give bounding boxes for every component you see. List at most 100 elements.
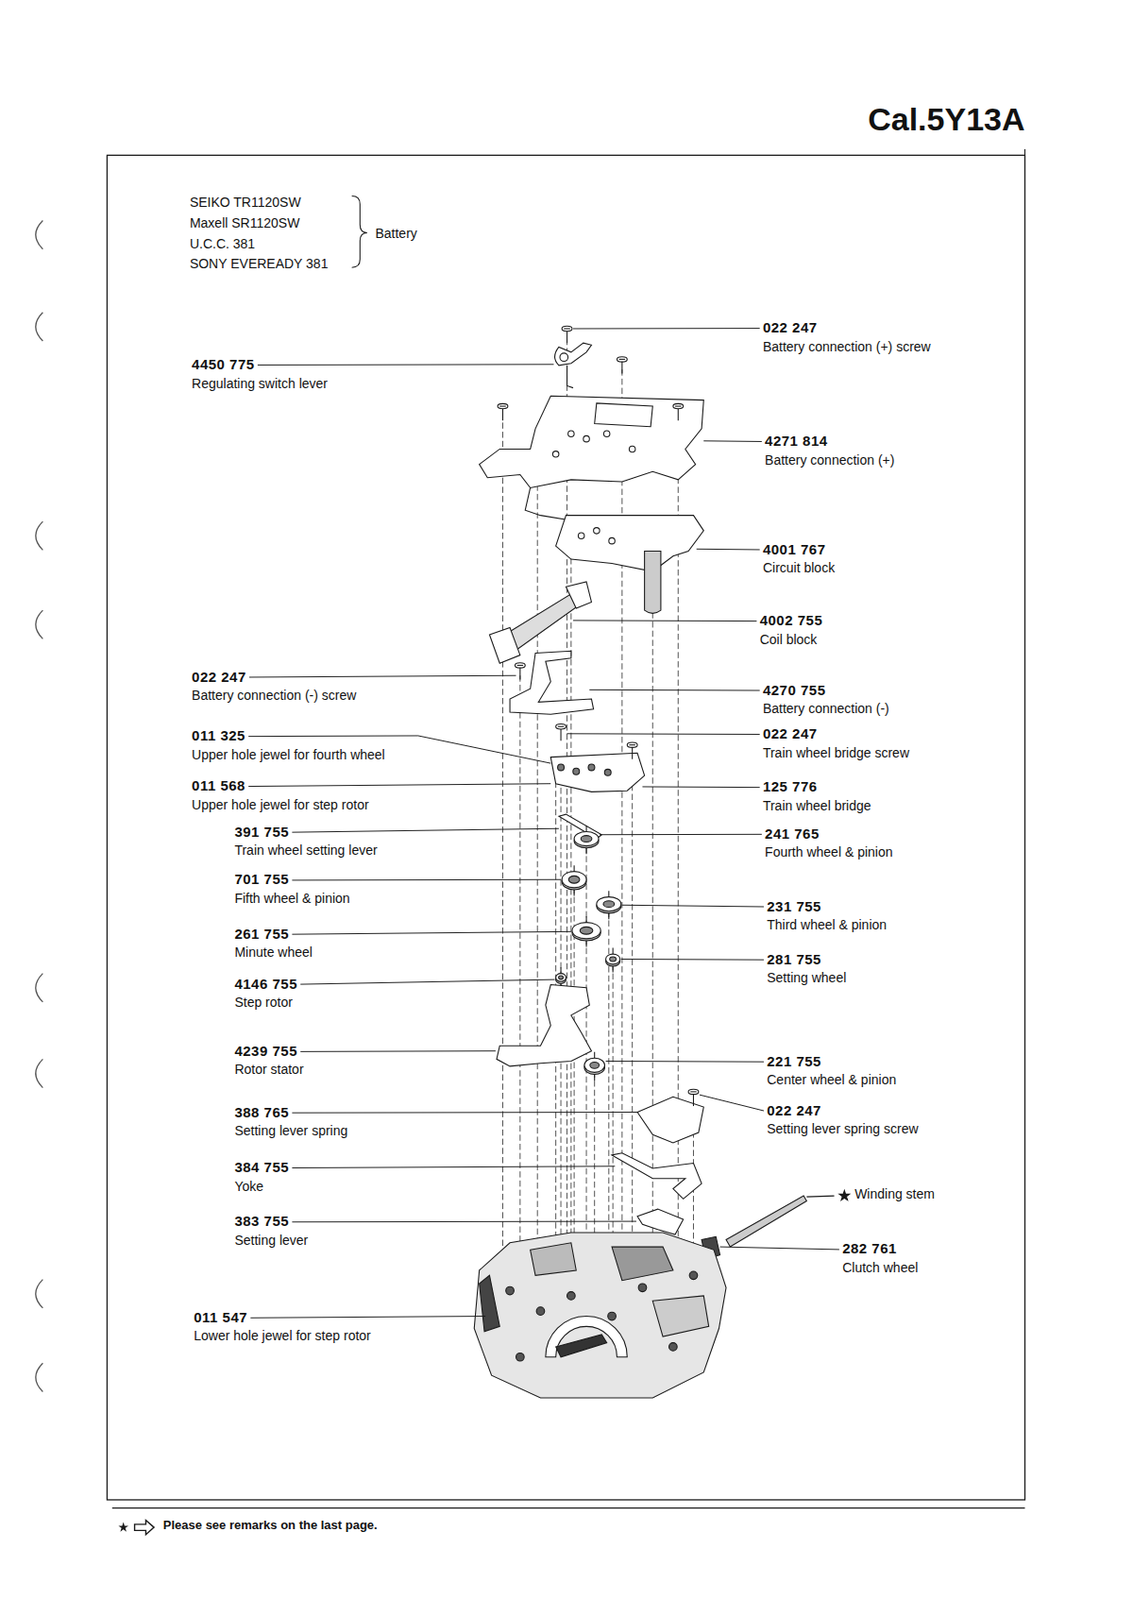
part-name: Circuit block bbox=[762, 560, 835, 575]
plate-hole bbox=[568, 430, 575, 437]
binder-hole bbox=[35, 973, 44, 1002]
plate-detail bbox=[479, 1274, 501, 1331]
circuit-hole bbox=[593, 527, 600, 534]
illustration-part bbox=[568, 875, 580, 883]
axis-line bbox=[570, 530, 572, 1275]
plate-hole bbox=[583, 435, 590, 441]
part-number: 4146 755 bbox=[234, 976, 298, 993]
part-name: Winding stem bbox=[854, 1186, 935, 1201]
leader-line bbox=[573, 619, 757, 622]
part-name: Yoke bbox=[234, 1179, 264, 1194]
frame-layer bbox=[35, 149, 1026, 1535]
part-name: Minute wheel bbox=[234, 945, 313, 960]
part-number: 4450 775 bbox=[191, 356, 255, 373]
part-name: Setting lever bbox=[234, 1233, 308, 1248]
screw bbox=[514, 662, 525, 680]
center-wheel bbox=[584, 1051, 606, 1081]
binder-hole bbox=[35, 1058, 44, 1087]
title: Cal.5Y13A bbox=[867, 101, 1025, 137]
illustration-part bbox=[596, 896, 622, 912]
illustration-part bbox=[517, 664, 524, 666]
plate-hole bbox=[608, 1311, 617, 1320]
plate-hole bbox=[536, 1306, 545, 1316]
switch-lever-hole bbox=[559, 353, 569, 362]
part-name: Coil block bbox=[760, 632, 818, 647]
illustration-part bbox=[558, 975, 564, 980]
illustration-part bbox=[497, 403, 508, 408]
leader-line bbox=[573, 327, 761, 329]
binder-hole bbox=[35, 1362, 44, 1391]
part-name: Battery connection (+) screw bbox=[762, 339, 931, 355]
plate-hole bbox=[516, 1352, 525, 1361]
switch-lever-arm bbox=[567, 365, 574, 389]
leader-line bbox=[606, 1060, 764, 1063]
illustration-part bbox=[561, 871, 587, 888]
part-name: Train wheel bridge bbox=[762, 798, 872, 813]
plate-hole bbox=[689, 1270, 698, 1280]
circuit-block bbox=[556, 515, 705, 572]
screw bbox=[497, 403, 508, 421]
jewel bbox=[588, 763, 595, 771]
plate-hole bbox=[628, 445, 635, 452]
illustration-part bbox=[556, 724, 567, 729]
part-number: 125 776 bbox=[762, 778, 818, 795]
axis-line bbox=[612, 963, 614, 1275]
leader-line bbox=[291, 1166, 615, 1168]
coil-frame bbox=[489, 626, 520, 663]
axis-line bbox=[621, 369, 623, 1275]
fifth-wheel bbox=[561, 864, 587, 896]
screw bbox=[626, 742, 638, 760]
leader-line bbox=[699, 1094, 764, 1111]
footer-rule bbox=[112, 1506, 1026, 1508]
part-number: 388 765 bbox=[234, 1104, 289, 1121]
part-number: 383 755 bbox=[234, 1213, 289, 1230]
plate-detail bbox=[530, 1242, 577, 1276]
leader-lines bbox=[248, 328, 840, 1319]
part-number: 022 247 bbox=[191, 669, 247, 686]
part-name: Setting lever spring bbox=[234, 1123, 348, 1138]
leader-line bbox=[291, 828, 559, 832]
jewel bbox=[604, 768, 611, 776]
battery-plate-plus bbox=[479, 395, 705, 488]
setting-wheel bbox=[606, 947, 621, 973]
illustration-part bbox=[675, 405, 681, 407]
part-name: Clutch wheel bbox=[842, 1260, 918, 1275]
plate-tab bbox=[524, 487, 572, 521]
page-frame bbox=[106, 154, 1025, 1500]
circuit-pin bbox=[644, 550, 661, 613]
part-name: Third wheel & pinion bbox=[766, 917, 887, 932]
plate-hole bbox=[603, 430, 609, 437]
part-number: 022 247 bbox=[762, 320, 818, 337]
battery-model: U.C.C. 381 bbox=[189, 236, 255, 252]
part-name: Battery connection (-) screw bbox=[191, 688, 356, 703]
part-number: 011 547 bbox=[193, 1309, 248, 1326]
part-name: Upper hole jewel for step rotor bbox=[191, 797, 370, 812]
part-name: Lower hole jewel for step rotor bbox=[193, 1328, 372, 1343]
leader-line bbox=[257, 363, 555, 366]
leader-line bbox=[567, 732, 761, 735]
part-number: 231 755 bbox=[766, 898, 822, 915]
part-name: Battery connection (+) bbox=[764, 453, 895, 468]
leader-line bbox=[248, 783, 551, 787]
circuit-hole bbox=[608, 537, 615, 543]
part-number: 221 755 bbox=[766, 1053, 822, 1070]
leader-line bbox=[621, 958, 764, 961]
illustration-part bbox=[556, 973, 567, 982]
part-name: Setting lever spring screw bbox=[766, 1121, 918, 1136]
part-name: Fourth wheel & pinion bbox=[764, 845, 893, 860]
battery-model: Maxell SR1120SW bbox=[189, 216, 300, 231]
part-number: 4002 755 bbox=[760, 612, 824, 629]
plate-detail bbox=[652, 1295, 709, 1336]
part-number: 241 765 bbox=[764, 826, 820, 843]
leader-line bbox=[622, 904, 764, 907]
main-plate bbox=[473, 1232, 727, 1398]
illustration-part bbox=[574, 830, 599, 846]
battery-model: SEIKO TR1120SW bbox=[189, 195, 302, 210]
leader-line bbox=[589, 689, 760, 692]
battery-plate-minus bbox=[509, 650, 594, 714]
part-number: 4271 814 bbox=[764, 433, 829, 450]
part-name: Center wheel & pinion bbox=[766, 1072, 897, 1087]
part-number: 022 247 bbox=[762, 726, 818, 743]
illustration-part bbox=[806, 1195, 834, 1197]
part-name: Upper hole jewel for fourth wheel bbox=[191, 747, 386, 762]
